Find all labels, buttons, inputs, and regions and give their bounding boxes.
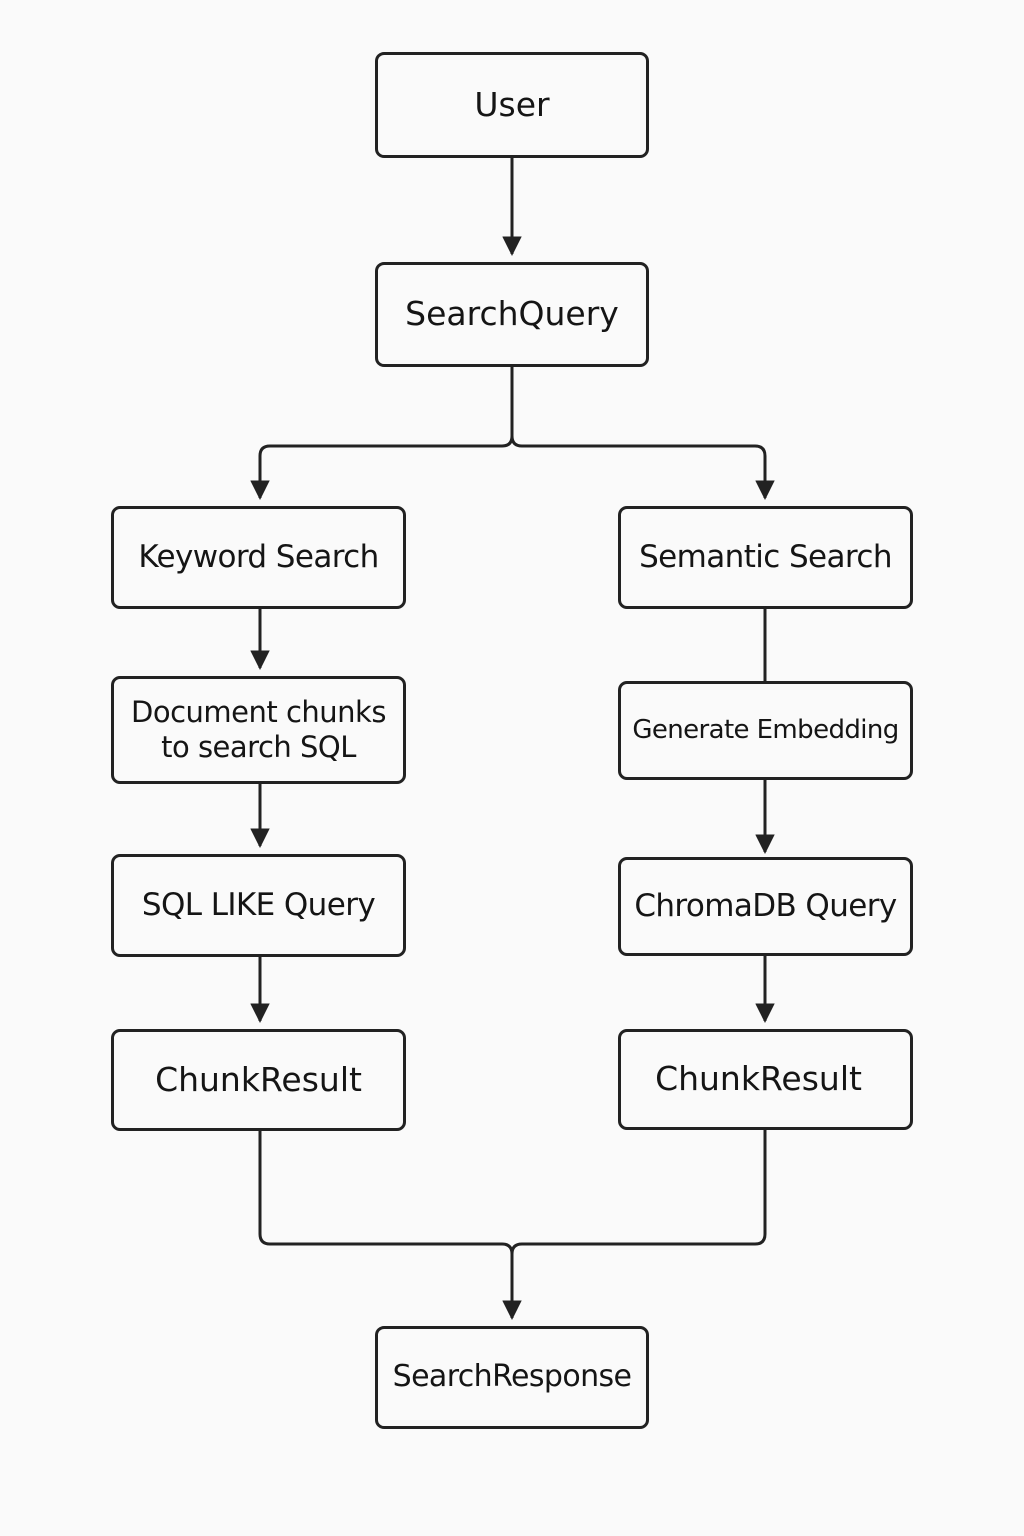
node-document-chunks-line-1: Document chunks [131, 694, 386, 729]
node-generate-embedding-label: Generate Embedding [632, 714, 899, 745]
node-chromadb-query-label: ChromaDB Query [634, 887, 897, 924]
arrow-searchquery-to-semantic [522, 444, 775, 500]
connector-right-merge [510, 1130, 767, 1255]
node-generate-embedding: Generate Embedding [618, 681, 913, 780]
node-search-response-label: SearchResponse [392, 1359, 632, 1395]
node-chunk-result-left: ChunkResult [111, 1029, 406, 1131]
node-keyword-search: Keyword Search [111, 506, 406, 609]
node-search-query-label: SearchQuery [405, 294, 619, 334]
node-document-chunks: Document chunks to search SQL [111, 676, 406, 784]
node-keyword-search-label: Keyword Search [138, 538, 379, 575]
node-user-label: User [474, 84, 550, 124]
node-chunk-result-right-label: ChunkResult [655, 1059, 862, 1099]
node-chunk-result-right: ChunkResult [618, 1029, 913, 1130]
node-chromadb-query: ChromaDB Query [618, 857, 913, 956]
node-semantic-search: Semantic Search [618, 506, 913, 609]
connector-searchquery-trunk [510, 367, 523, 448]
arrow-searchquery-to-keyword [250, 435, 514, 500]
node-semantic-search-label: Semantic Search [639, 538, 892, 575]
node-search-response: SearchResponse [375, 1326, 649, 1429]
node-chunk-result-left-label: ChunkResult [155, 1059, 362, 1099]
connector-left-merge [258, 1131, 514, 1255]
node-sql-like-query-label: SQL LIKE Query [141, 886, 376, 923]
node-sql-like-query: SQL LIKE Query [111, 854, 406, 957]
node-user: User [375, 52, 649, 158]
node-document-chunks-line-2: to search SQL [161, 730, 356, 764]
node-search-query: SearchQuery [375, 262, 649, 367]
